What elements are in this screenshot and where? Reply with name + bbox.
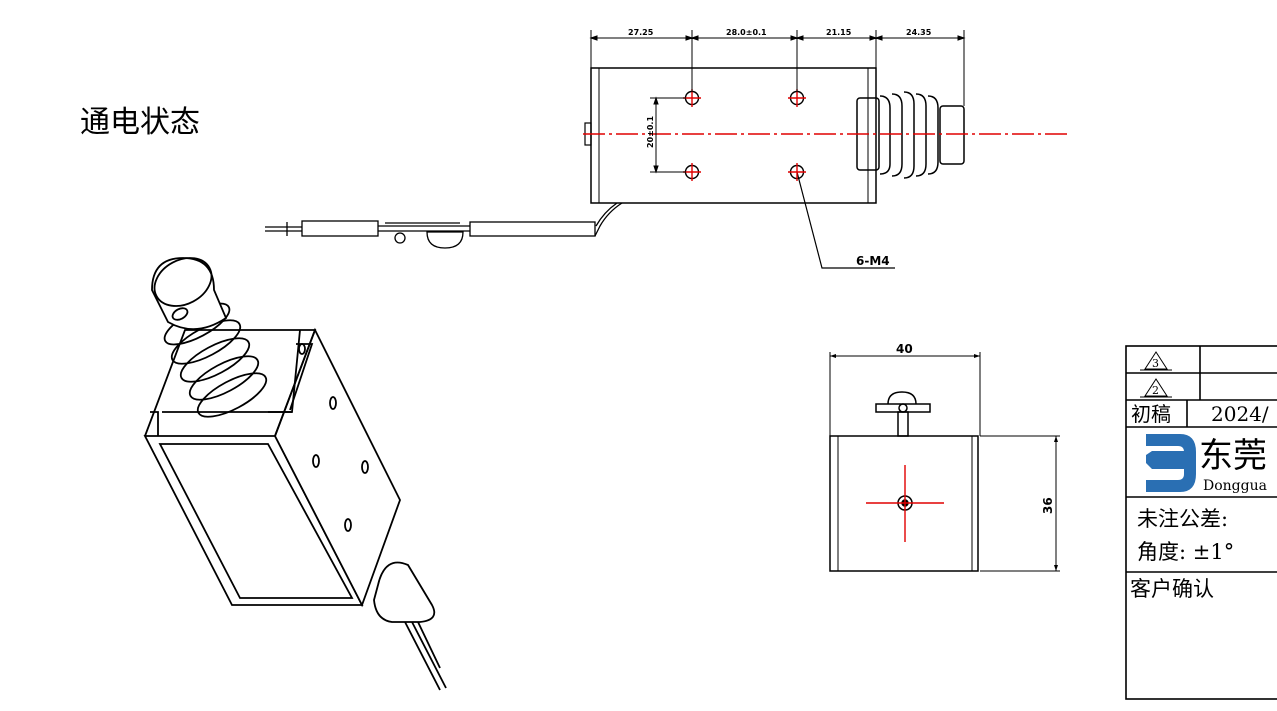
mounting-holes [683, 89, 806, 181]
lead-wire [265, 202, 623, 249]
side-view [829, 352, 1060, 572]
page-title: 通电状态 [80, 105, 200, 140]
dimension-chain-top [589, 30, 966, 106]
solenoid-body-top [590, 67, 877, 204]
top-view [265, 67, 965, 269]
company-name-en: Donggua [1203, 478, 1267, 494]
angle-label: 角度: ±1° [1137, 540, 1234, 564]
dimension-label: 27.25 [628, 28, 654, 37]
dimension-label: 21.15 [826, 28, 852, 37]
iso-spring [163, 302, 268, 418]
revision-mark: 2 [1152, 384, 1159, 397]
height-dimension-label: 36 [1041, 497, 1055, 514]
customer-confirm-label: 客户确认 [1130, 577, 1214, 601]
isometric-view [143, 257, 447, 691]
title-block [1125, 345, 1277, 700]
plunger-spring [856, 91, 965, 179]
tolerance-label: 未注公差: [1137, 507, 1228, 531]
revision-mark: 3 [1152, 357, 1159, 370]
hole-callout-label: 6-M4 [856, 254, 890, 268]
dimension-label: 24.35 [906, 28, 932, 37]
hole-spacing-dimension [650, 96, 686, 174]
width-dimension-label: 40 [896, 342, 913, 356]
hole-callout-leader [796, 171, 895, 269]
hole-spacing-label: 20±0.1 [646, 116, 655, 148]
company-logo [1146, 434, 1196, 492]
mounting-hole [788, 163, 806, 181]
dimension-label: 28.0±0.1 [726, 28, 767, 37]
first-draft-date: 2024/ [1211, 402, 1269, 426]
first-draft-label: 初稿 [1131, 402, 1171, 426]
company-name: 东莞 [1199, 436, 1267, 476]
